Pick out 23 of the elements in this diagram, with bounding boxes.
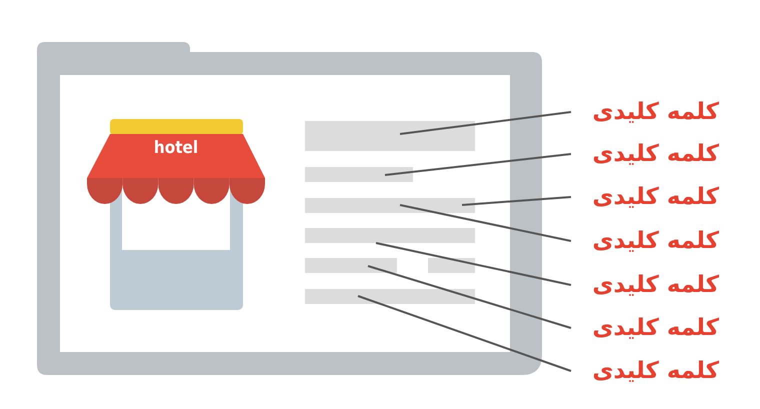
leader-line <box>384 153 572 176</box>
text-line-placeholder <box>305 121 475 151</box>
keyword-label: کلمه کلیدی <box>571 268 721 302</box>
keyword-label: کلمه کلیدی <box>571 311 721 345</box>
leader-line <box>400 111 572 135</box>
leader-line <box>376 242 572 286</box>
leader-line <box>368 265 572 329</box>
text-line-placeholder <box>305 258 397 273</box>
text-line-placeholder <box>305 228 475 243</box>
text-line-placeholder <box>428 258 475 273</box>
leader-line <box>358 295 572 372</box>
text-line-placeholder <box>305 167 413 182</box>
browser-window <box>37 42 542 375</box>
text-line-placeholder <box>305 198 475 213</box>
keyword-label: کلمه کلیدی <box>571 180 721 214</box>
store-sign-text: hotel <box>152 138 200 158</box>
leader-line <box>462 196 572 206</box>
keyword-label: کلمه کلیدی <box>571 354 721 388</box>
keyword-label: کلمه کلیدی <box>571 95 721 129</box>
text-line-placeholder <box>305 289 475 304</box>
leader-line <box>400 204 572 242</box>
keyword-label: کلمه کلیدی <box>571 224 721 258</box>
keyword-label: کلمه کلیدی <box>571 137 721 171</box>
